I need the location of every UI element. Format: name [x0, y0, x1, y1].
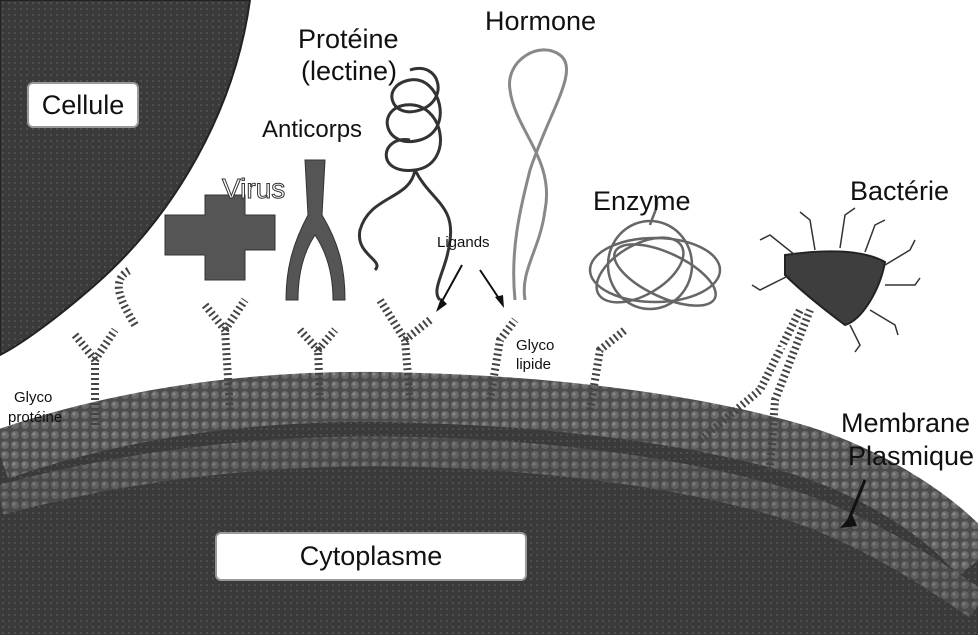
- anticorps-label: Anticorps: [262, 118, 362, 142]
- lectine-label: (lectine): [301, 58, 397, 85]
- receptors-pointer: [757, 346, 792, 352]
- membrane-label-1: Membrane: [841, 410, 970, 437]
- enzyme-label: Enzyme: [593, 188, 691, 215]
- hormone-label: Hormone: [485, 8, 596, 35]
- hormone-loop: [510, 50, 567, 300]
- bacterie-label: Bactérie: [850, 178, 949, 205]
- glyco-lipide-label-1: Glyco: [516, 338, 554, 353]
- proteine-label: Protéine: [298, 26, 399, 53]
- bacterium-body: [785, 251, 885, 325]
- cytoplasme-label: Cytoplasme: [300, 541, 443, 572]
- glyco-lipide-label-2: lipide: [516, 357, 551, 372]
- recepteurs-label: Récepteurs: [640, 342, 722, 357]
- cellule-label: Cellule: [42, 90, 125, 121]
- ligands-label: Ligands: [437, 235, 490, 250]
- cellule-label-box: Cellule: [27, 82, 139, 128]
- membrane-label-2: Plasmique: [848, 443, 974, 470]
- virus-shape: [165, 195, 275, 280]
- ligand-arrow-right: [480, 270, 500, 300]
- glyco-proteine-label-1: Glyco: [14, 390, 52, 405]
- antibody-shape: [286, 160, 345, 300]
- cytoplasme-label-box: Cytoplasme: [215, 532, 527, 581]
- virus-label: Virus: [222, 175, 285, 203]
- lectin-coil: [359, 68, 450, 300]
- glyco-proteine-label-2: protéine: [8, 410, 62, 425]
